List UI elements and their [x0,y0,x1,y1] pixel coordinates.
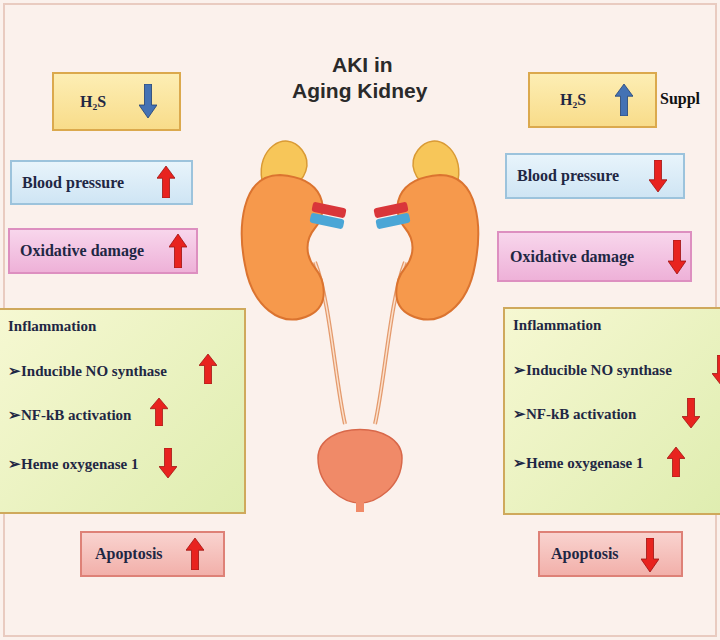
box-label: H₂S [80,93,106,111]
oxidative-damage-box: Oxidative damage [8,228,198,274]
blood-pressure-box: Blood pressure [10,160,193,205]
box-heading: Inflammation [8,318,96,335]
box-label: H₂S [560,91,586,109]
list-item: ➢NF-kB activation [8,406,131,424]
apoptosis-box: Apoptosis [80,531,225,577]
oxidative-damage-box: Oxidative damage [497,231,692,282]
increase-arrow [615,84,633,116]
diagram-title: AKI in Aging Kidney [292,52,432,104]
h2s-box: H₂S [528,72,657,128]
list-item: ➢NF-kB activation [513,405,636,423]
inflammation-box: Inflammation ➢Inducible NO synthase ➢NF-kB… [503,307,720,515]
increase-arrow [199,354,217,384]
increase-arrow [157,166,175,198]
bladder [318,430,402,504]
list-item: ➢Heme oxygenase 1 [513,454,643,472]
decrease-arrow [139,84,157,118]
blood-pressure-box: Blood pressure [505,153,685,199]
h2s-box: H₂S [52,72,181,131]
box-label: Blood pressure [517,167,619,185]
list-item: ➢Inducible NO synthase [513,361,672,379]
decrease-arrow [159,448,177,478]
box-heading: Inflammation [513,317,601,334]
box-label: Blood pressure [22,174,124,192]
inflammation-box: Inflammation ➢Inducible NO synthase ➢NF-kB… [0,308,246,514]
decrease-arrow [668,240,686,274]
box-label: Apoptosis [95,545,163,563]
decrease-arrow [682,398,700,428]
kidney [396,175,478,319]
box-label: Oxidative damage [20,242,144,260]
kidney [242,175,324,319]
increase-arrow [150,398,168,426]
increase-arrow [186,538,204,570]
increase-arrow [667,447,685,477]
list-item: ➢Heme oxygenase 1 [8,455,138,473]
box-label: Apoptosis [551,545,619,563]
box-label: Oxidative damage [510,248,634,266]
decrease-arrow [649,160,667,192]
list-item: ➢Inducible NO synthase [8,362,167,380]
apoptosis-box: Apoptosis [538,531,683,577]
side-label: Suppl [660,90,700,108]
renal-vein [309,213,344,230]
renal-vein [375,213,410,230]
increase-arrow [169,234,187,268]
urethra [356,500,364,512]
decrease-arrow [712,355,720,385]
decrease-arrow [641,538,659,572]
